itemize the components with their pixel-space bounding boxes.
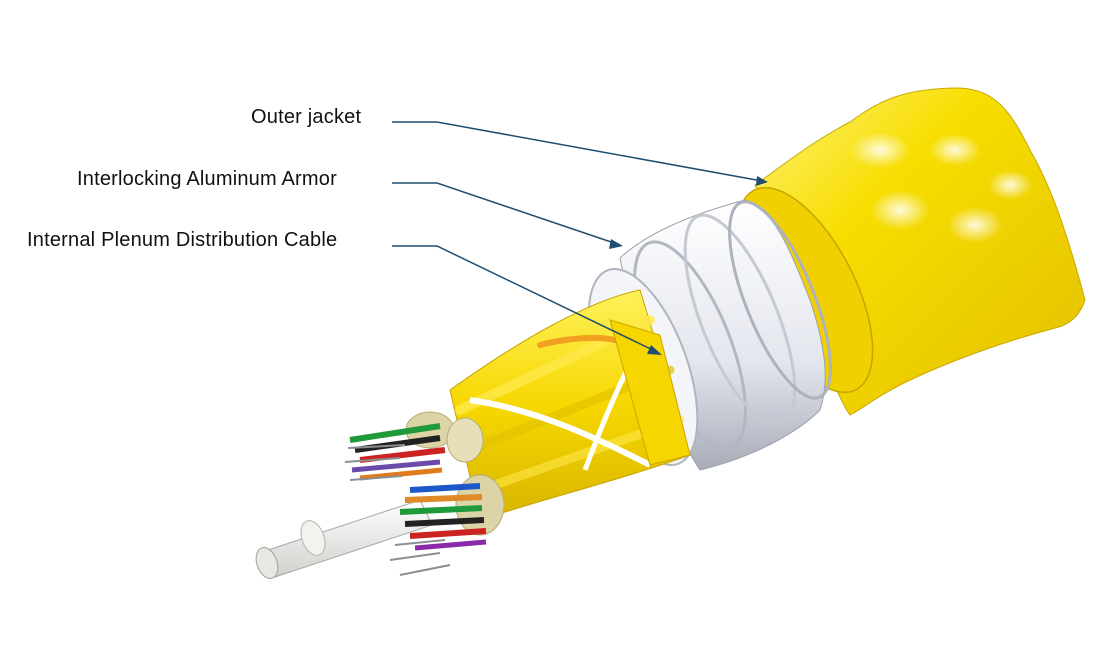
fiber-bundle-upper bbox=[344, 411, 484, 481]
arrow-outer-jacket-icon bbox=[756, 176, 768, 186]
arrow-plenum-icon bbox=[647, 345, 662, 355]
plenum-subunits bbox=[449, 289, 691, 521]
arrow-armor-icon bbox=[609, 239, 623, 249]
leader-outer-jacket bbox=[392, 121, 763, 182]
leader-lines bbox=[392, 121, 768, 355]
outer-jacket bbox=[736, 87, 1086, 416]
label-internal-plenum-distribution-cable: Internal Plenum Distribution Cable bbox=[27, 229, 338, 251]
leader-plenum bbox=[392, 245, 658, 353]
label-interlocking-aluminum-armor: Interlocking Aluminum Armor bbox=[77, 168, 337, 190]
central-strength-member bbox=[255, 499, 433, 579]
leader-armor bbox=[392, 182, 618, 245]
label-outer-jacket: Outer jacket bbox=[251, 106, 362, 128]
fiber-bundle-lower bbox=[389, 474, 505, 576]
